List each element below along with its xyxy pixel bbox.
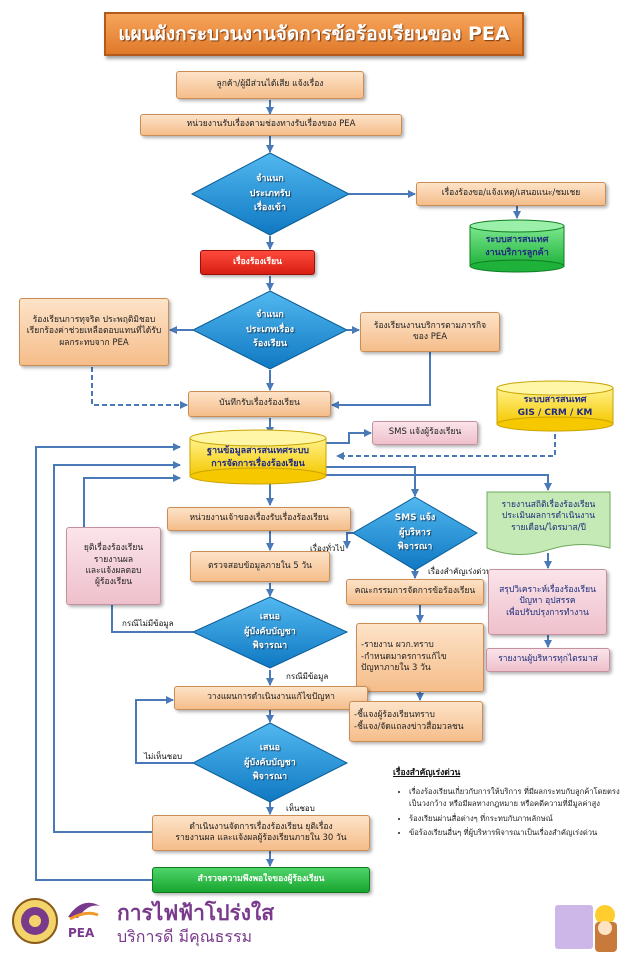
cylinder-info-service-label: ระบบสารสนเทศ งานบริการลูกค้า <box>485 234 549 259</box>
node-owner-unit: หน่วยงานเจ้าของเรื่องรับเรื่องร้องเรียน <box>167 507 351 531</box>
node-business-service: ร้องเรียนงานบริการตามภารกิจ ของ PEA <box>360 312 500 352</box>
brand-name: การไฟฟ้าโปร่งใส <box>117 900 275 925</box>
decision-propose-2 <box>191 722 349 803</box>
mascot-illustration <box>555 905 617 952</box>
decision-classify-complaint-label: จำแนก ประเภทเรื่อง ร้องเรียน <box>245 310 295 350</box>
urgent-note-item: เรื่องร้องเรียนเกี่ยวกับการให้บริการ ที่… <box>409 786 629 810</box>
node-summary: สรุปวิเคราะห์เรื่องร้องเรียน ปัญหา อุปสร… <box>488 569 607 635</box>
node-check-data: ตรวจสอบข้อมูลภายใน 5 วัน <box>190 551 330 582</box>
pea-logo-text: PEA <box>68 926 95 940</box>
node-customer: ลูกค้า/ผู้มีส่วนได้เสีย แจ้งเรื่อง <box>176 71 364 99</box>
urgent-notes-list: เรื่องร้องเรียนเกี่ยวกับการให้บริการ ที่… <box>393 786 629 839</box>
node-corruption: ร้องเรียนการทุจริต ประพฤติมิชอบ เรียกร้อ… <box>19 298 169 366</box>
node-clarify: -ชี้แจงผู้ร้องเรียนทราบ -ชี้แจง/จัดแถลงข… <box>349 701 483 742</box>
decision-classify-in-label: จำแนก ประเภทรับ เรื่องเข้า <box>249 174 291 214</box>
node-survey: สำรวจความพึงพอใจของผู้ร้องเรียน <box>152 867 370 893</box>
cylinder-info-gis-label: ระบบสารสนเทศ GIS / CRM / KM <box>517 394 593 419</box>
node-request-types: เรื่องร้องขอ/แจ้งเหตุ/เสนอแนะ/ชมเชย <box>416 182 606 206</box>
decision-propose-1 <box>191 596 349 669</box>
edge-label-no-data: กรณีไม่มีข้อมูล <box>122 619 174 628</box>
urgent-note-item: ร้องเรียนผ่านสื่อต่างๆ ที่กระทบกับภาพลัก… <box>409 813 629 825</box>
node-terminate: ยุติเรื่องร้องเรียน รายงานผล และแจ้งผลตอ… <box>66 527 161 605</box>
edge-label-general: เรื่องทั่วไป <box>310 544 345 553</box>
decision-sms-exec-label: SMS แจ้ง ผู้บริหาร พิจารณา <box>394 513 436 553</box>
cylinder-info-service <box>469 219 565 273</box>
node-receive-unit: หน่วยงานรับเรื่องตามช่องทางรับเรื่องของ … <box>140 114 402 136</box>
cylinder-database <box>189 429 327 485</box>
urgent-notes: เรื่องสำคัญเร่งด่วน เรื่องร้องเรียนเกี่ย… <box>393 767 629 842</box>
decision-propose-1-label: เสนอ ผู้บังคับบัญชา พิจารณา <box>244 612 296 652</box>
node-execute: ดำเนินงานจัดการเรื่องร้องเรียน ยุติเรื่อ… <box>152 815 370 851</box>
decision-sms-exec <box>352 496 478 571</box>
urgent-notes-heading: เรื่องสำคัญเร่งด่วน <box>393 768 461 778</box>
decision-classify-complaint <box>191 290 349 370</box>
node-sms: SMS แจ้งผู้ร้องเรียน <box>372 421 478 445</box>
brand-slogan: บริการดี มีคุณธรรม <box>117 927 253 946</box>
urgent-note-item: ข้อร้องเรียนอื่นๆ ที่ผู้บริหารพิจารณาเป็… <box>409 827 629 839</box>
edge-label-urgent: เรื่องสำคัญเร่งด่วน <box>428 567 492 576</box>
edge-label-disagree: ไม่เห็นชอบ <box>144 752 183 761</box>
document-stats <box>486 491 611 555</box>
cylinder-database-label: ฐานข้อมูลสารสนเทศระบบ การจัดการเรื่องร้อ… <box>206 445 310 470</box>
cylinder-info-gis <box>496 380 614 432</box>
decision-classify-in <box>190 152 351 236</box>
node-record: บันทึกรับเรื่องร้องเรียน <box>188 391 331 417</box>
node-complaint: เรื่องร้องเรียน <box>200 250 315 275</box>
decision-propose-2-label: เสนอ ผู้บังคับบัญชา พิจารณา <box>244 743 296 783</box>
edge-label-has-data: กรณีมีข้อมูล <box>286 672 329 681</box>
pea-seal-logo <box>12 898 58 944</box>
node-exec-report: รายงานผู้บริหารทุกไตรมาส <box>486 648 610 672</box>
node-stats: รายงานสถิติเรื่องร้องเรียน ประเมินผลการด… <box>501 499 596 533</box>
node-plan: วางแผนการดำเนินงานแก้ไขปัญหา <box>174 686 368 710</box>
edge-label-agree: เห็นชอบ <box>286 804 315 813</box>
page-title: แผนผังกระบวนงานจัดการข้อร้องเรียนของ PEA <box>104 12 524 56</box>
pea-swoosh-logo <box>68 902 100 921</box>
node-committee: คณะกรรมการจัดการข้อร้องเรียน <box>346 579 484 605</box>
node-report-steps: -รายงาน ผวก.ทราบ -กำหนดมาตรการแก้ไข ปัญห… <box>356 623 484 692</box>
